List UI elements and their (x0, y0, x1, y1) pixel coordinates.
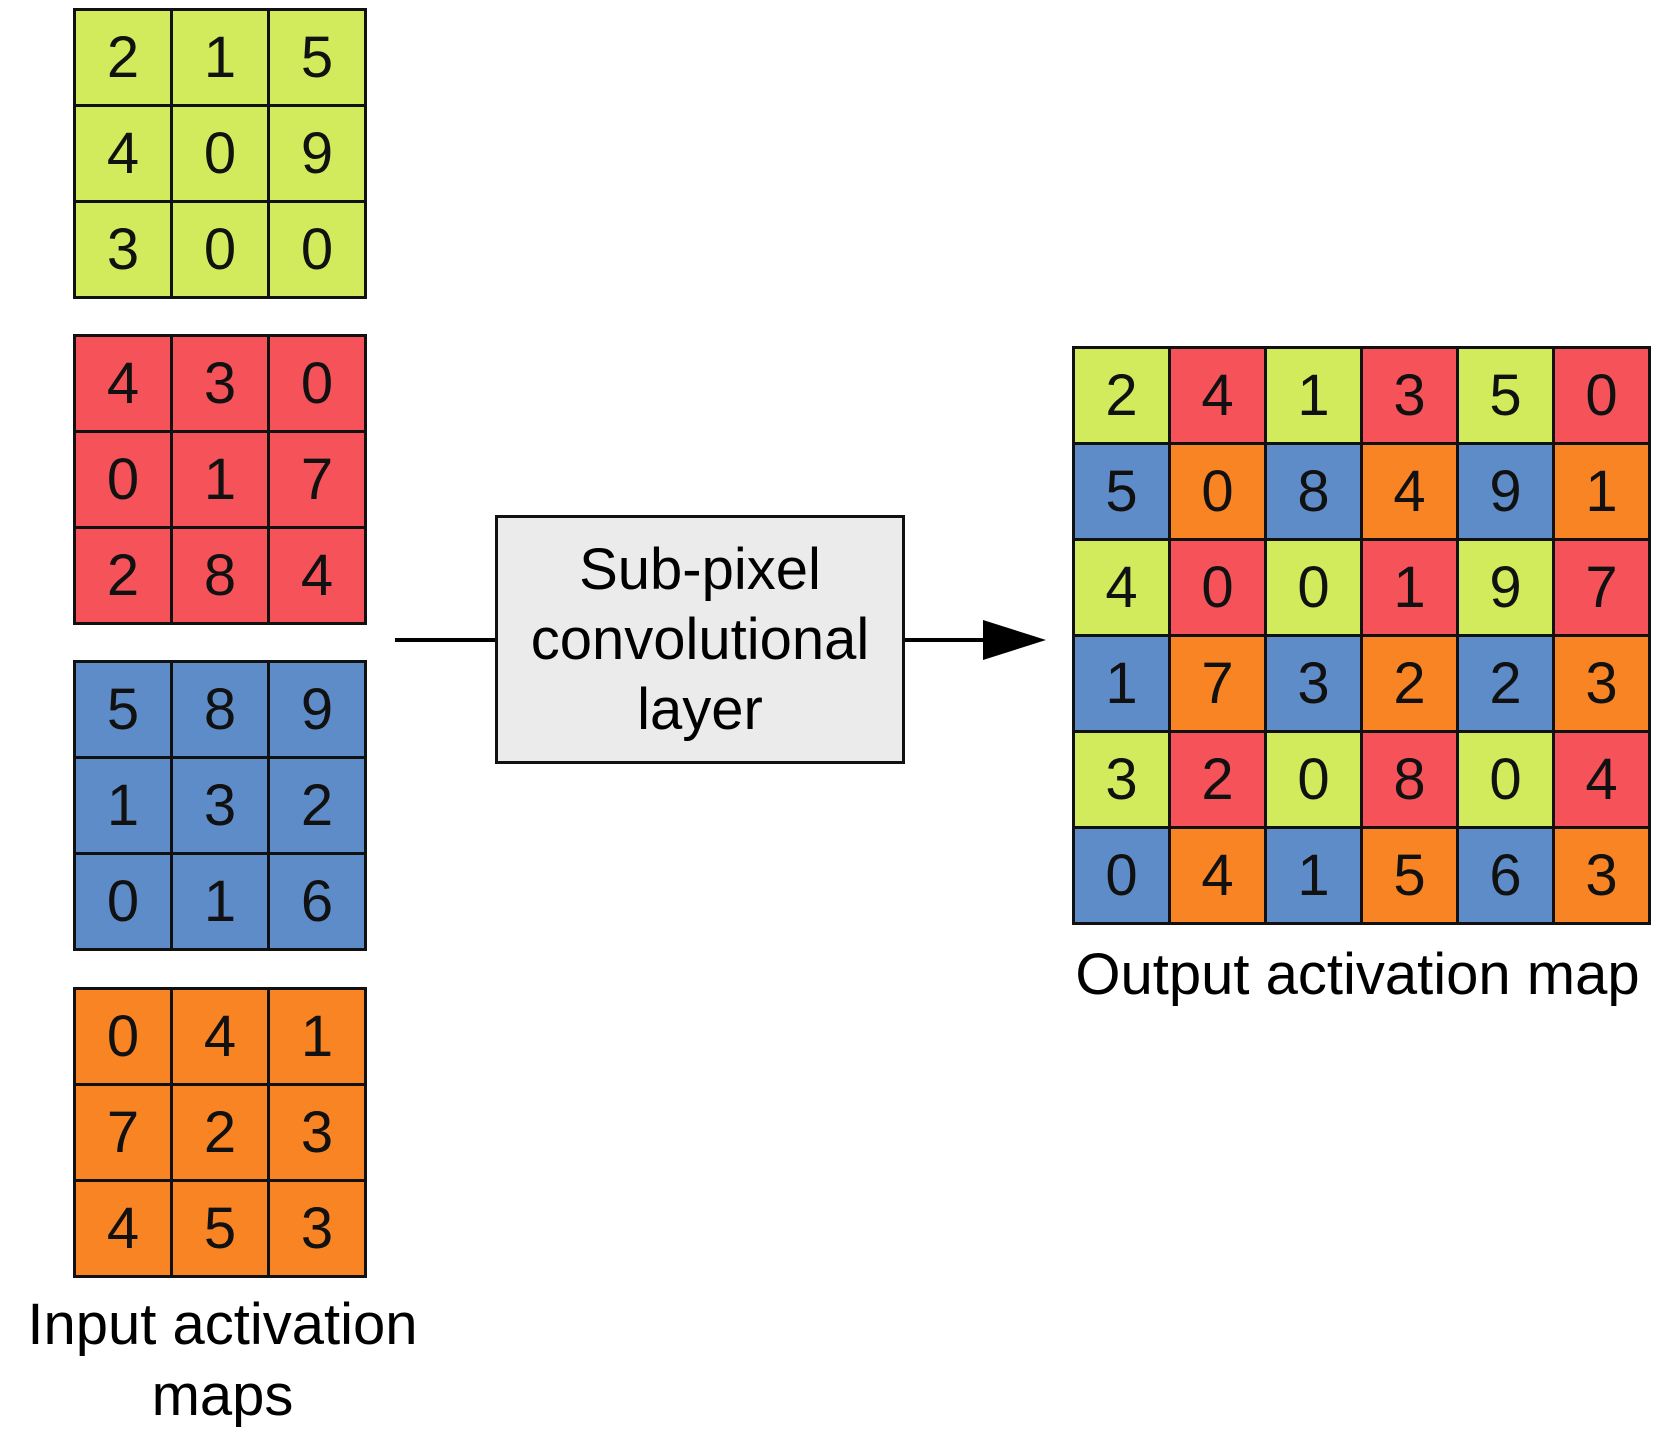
input-cell: 5 (173, 1182, 267, 1275)
input-cell: 2 (76, 11, 170, 104)
input-label-line-1: Input activation (27, 1292, 418, 1357)
output-cell: 9 (1459, 445, 1552, 538)
input-cell: 4 (76, 107, 170, 200)
input-cell: 4 (270, 529, 364, 622)
input-cell: 5 (76, 663, 170, 756)
output-cell: 2 (1459, 637, 1552, 730)
input-cell: 8 (173, 529, 267, 622)
input-cell: 0 (76, 855, 170, 948)
input-cell: 7 (76, 1086, 170, 1179)
output-cell: 1 (1267, 349, 1360, 442)
input-cell: 0 (270, 203, 364, 296)
output-cell: 0 (1555, 349, 1648, 442)
output-cell: 5 (1459, 349, 1552, 442)
input-cell: 3 (270, 1086, 364, 1179)
output-cell: 5 (1363, 829, 1456, 922)
input-label-line-2: maps (151, 1362, 294, 1428)
input-cell: 6 (270, 855, 364, 948)
input-cell: 8 (173, 663, 267, 756)
output-cell: 1 (1075, 637, 1168, 730)
output-cell: 2 (1363, 637, 1456, 730)
arrow-head-icon (983, 620, 1046, 660)
input-cell: 1 (270, 990, 364, 1083)
input-cell: 4 (76, 337, 170, 430)
input-cell: 0 (173, 203, 267, 296)
output-cell: 8 (1363, 733, 1456, 826)
output-cell: 0 (1171, 541, 1264, 634)
output-cell: 4 (1555, 733, 1648, 826)
input-cell: 9 (270, 107, 364, 200)
input-cell: 0 (270, 337, 364, 430)
output-cell: 3 (1075, 733, 1168, 826)
input-label: Input activation maps (0, 1290, 445, 1432)
output-cell: 8 (1267, 445, 1360, 538)
output-cell: 0 (1267, 733, 1360, 826)
output-cell: 4 (1171, 349, 1264, 442)
input-cell: 4 (173, 990, 267, 1083)
input-cell: 1 (173, 11, 267, 104)
output-cell: 0 (1171, 445, 1264, 538)
input-cell: 1 (173, 433, 267, 526)
output-cell: 3 (1267, 637, 1360, 730)
output-cell: 9 (1459, 541, 1552, 634)
output-cell: 4 (1075, 541, 1168, 634)
output-cell: 4 (1171, 829, 1264, 922)
process-box-line-1: Sub-pixel (579, 536, 821, 602)
output-cell: 4 (1363, 445, 1456, 538)
output-label: Output activation map (1075, 942, 1640, 1007)
output-cell: 6 (1459, 829, 1552, 922)
output-cell: 3 (1363, 349, 1456, 442)
input-cell: 4 (76, 1182, 170, 1275)
output-cell: 2 (1075, 349, 1168, 442)
input-cell: 2 (270, 759, 364, 852)
input-cell: 1 (173, 855, 267, 948)
output-cell: 0 (1075, 829, 1168, 922)
output-cell: 1 (1555, 445, 1648, 538)
input-cell: 2 (173, 1086, 267, 1179)
output-cell: 0 (1267, 541, 1360, 634)
output-cell: 3 (1555, 637, 1648, 730)
process-box-line-3: layer (637, 676, 763, 742)
sub-pixel-conv-layer-box: Sub-pixel convolutional layer (495, 515, 905, 764)
input-cell: 5 (270, 11, 364, 104)
input-cell: 7 (270, 433, 364, 526)
output-cell: 2 (1171, 733, 1264, 826)
input-cell: 3 (173, 759, 267, 852)
output-cell: 5 (1075, 445, 1168, 538)
output-cell: 7 (1171, 637, 1264, 730)
input-cell: 1 (76, 759, 170, 852)
output-cell: 3 (1555, 829, 1648, 922)
input-cell: 3 (270, 1182, 364, 1275)
output-cell: 7 (1555, 541, 1648, 634)
process-box-line-2: convolutional (530, 606, 870, 672)
input-cell: 0 (76, 990, 170, 1083)
input-cell: 2 (76, 529, 170, 622)
input-cell: 0 (173, 107, 267, 200)
input-cell: 9 (270, 663, 364, 756)
input-cell: 3 (173, 337, 267, 430)
output-cell: 1 (1363, 541, 1456, 634)
input-cell: 0 (76, 433, 170, 526)
output-cell: 0 (1459, 733, 1552, 826)
output-cell: 1 (1267, 829, 1360, 922)
input-cell: 3 (76, 203, 170, 296)
